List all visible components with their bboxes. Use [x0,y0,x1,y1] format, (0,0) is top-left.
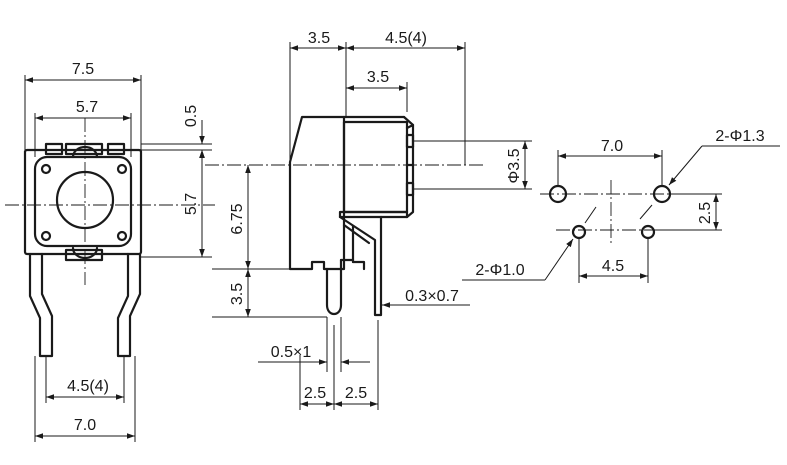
dim-vertical-offset: 2.5 [697,202,714,224]
dim-lead-length: 3.5 [229,283,246,305]
dim-inner-width: 5.7 [76,99,98,116]
dim-lead-section: 0.5×1 [271,344,312,361]
dim-stem-diameter: Φ3.5 [506,148,523,183]
dim-small-span: 4.5 [602,258,624,275]
dim-body-height: 5.7 [183,193,200,215]
dim-pitch-b: 2.5 [345,385,367,402]
pcb-layout: 7.0 4.5 2.5 2-Φ1.3 2-Φ1.0 [462,128,780,283]
dim-lead-span: 7.0 [74,417,96,434]
dim-height: 6.75 [229,203,246,234]
dim-pin-section: 0.3×0.7 [405,288,459,305]
side-view: 3.5 4.5(4) 3.5 6.75 3.5 Φ3.5 0.3×0.7 0.5… [205,30,532,410]
dim-top-b: 4.5(4) [385,30,427,47]
dim-lead-pitch: 4.5(4) [67,378,109,395]
dim-overall-width: 7.5 [72,61,94,78]
dim-pitch-a: 2.5 [304,385,326,402]
front-view: 7.5 5.7 0.5 5.7 4.5(4) 7.0 [5,61,215,442]
note-small-holes: 2-Φ1.0 [475,262,524,279]
small-hole-right [640,224,656,240]
dim-large-span: 7.0 [601,138,623,155]
note-large-holes: 2-Φ1.3 [715,128,764,145]
dim-top-offset: 0.5 [183,105,200,127]
dim-top-a: 3.5 [308,30,330,47]
dim-inner-top: 3.5 [367,69,389,86]
small-hole-left [571,224,587,240]
